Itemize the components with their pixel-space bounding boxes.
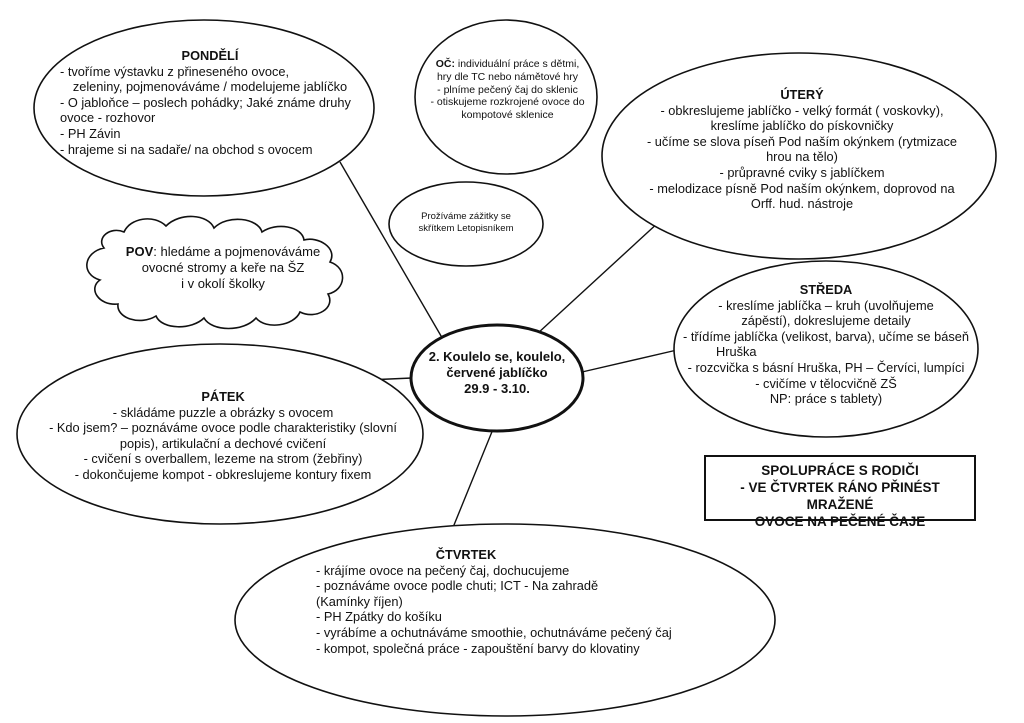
pondeli-title: PONDĚLÍ [181, 48, 239, 63]
oc-line: kompotové sklenice [461, 109, 554, 122]
utery-line: Orff. hud. nástroje [750, 196, 854, 212]
streda-line: - třídíme jablíčka (velikost, barva), uč… [683, 328, 969, 344]
utery-line: - melodizace písně Pod naším okýnkem, do… [649, 180, 955, 196]
ctvrtek-line: - kompot, společná práce - zapouštění ba… [316, 640, 640, 656]
ctvrtek-line: - PH Zpátky do košíku [316, 609, 442, 625]
ctvrtek-ellipse [234, 523, 776, 717]
patek-node: PÁTEK - skládáme puzzle a obrázky s ovoc… [28, 389, 418, 483]
utery-line: - obkreslujeme jablíčko - velký formát (… [660, 102, 944, 118]
utery-ellipse [601, 52, 997, 260]
utery-line: - průpravné cviky s jablíčkem [719, 165, 885, 181]
pondeli-line: zeleniny, pojmenováváme / modelujeme jab… [72, 79, 348, 95]
patek-line: - dokončujeme kompot - obkreslujeme kont… [74, 467, 372, 483]
oc-text: individuální práce s dětmi, [457, 58, 580, 70]
ctvrtek-line: (Kamínky říjen) [316, 593, 403, 609]
streda-line: - kreslíme jablíčka – kruh (uvolňujeme [718, 297, 934, 313]
pov-line: ovocné stromy a keře na ŠZ [141, 259, 305, 275]
utery-node: ÚTERÝ - obkreslujeme jablíčko - velký fo… [632, 87, 972, 212]
pov-label: POV [125, 244, 154, 259]
connector-pondeli [339, 161, 456, 361]
spoluprace-box: SPOLUPRÁCE S RODIČI - VE ČTVRTEK RÁNO PŘ… [704, 455, 976, 529]
patek-line: - Kdo jsem? – poznáváme ovoce podle char… [49, 420, 397, 436]
spoluprace-line: OVOCE NA PEČENÉ ČAJE [754, 513, 926, 529]
pov-text: : hledáme a pojmenováváme [153, 244, 321, 259]
spoluprace-line: - VE ČTVRTEK RÁNO PŘINÉST MRAŽENÉ [740, 479, 940, 512]
pondeli-line: ovoce - rozhovor [60, 110, 156, 126]
oc-line: - plníme pečený čaj do sklenic [437, 83, 578, 96]
prozivame-line: skřítkem Letopisníkem [418, 222, 514, 234]
patek-line: - skládáme puzzle a obrázky s ovocem [112, 404, 334, 420]
oc-line: OČ: individuální práce s dětmi, [420, 58, 595, 71]
center-title-line: 2. Koulelo se, koulelo, [428, 349, 566, 364]
oc-line: - otiskujeme rozkrojené ovoce do [430, 96, 585, 109]
patek-ellipse [16, 343, 424, 525]
center-date-line: 29.9 - 3.10. [464, 380, 530, 396]
pondeli-line: - PH Závin [60, 126, 121, 142]
pondeli-line: - O jabloňce – poslech pohádky; Jaké zná… [60, 94, 351, 110]
prozivame-node: Prožíváme zážitky se skřítkem Letopisník… [400, 211, 532, 234]
oc-ellipse [414, 19, 598, 175]
oc-node: OČ: individuální práce s dětmi, hry dle … [420, 58, 595, 122]
pondeli-node: PONDĚLÍ - tvoříme výstavku z přineseného… [60, 48, 360, 157]
streda-title: STŘEDA [799, 282, 853, 297]
utery-line: hrou na tělo) [766, 149, 838, 165]
ctvrtek-node: ČTVRTEK - krájíme ovoce na pečený čaj, d… [316, 547, 716, 656]
ctvrtek-line: - vyrábíme a ochutnáváme smoothie, ochut… [316, 625, 672, 641]
center-ellipse [409, 323, 585, 433]
pov-line: i v okolí školky [181, 275, 265, 291]
pondeli-ellipse [33, 19, 375, 197]
center-topic: 2. Koulelo se, koulelo, červené jablíčko… [417, 349, 577, 397]
patek-title: PÁTEK [201, 389, 245, 404]
utery-line: kreslíme jablíčko do pískovničky [710, 118, 894, 134]
streda-line: NP: práce s tablety) [769, 391, 883, 407]
streda-line: zápěstí), dokreslujeme detaily [741, 313, 911, 329]
oc-line: hry dle TC nebo námětové hry [436, 70, 579, 83]
connector-streda [581, 349, 678, 373]
pov-line: POV: hledáme a pojmenováváme [108, 244, 338, 260]
streda-node: STŘEDA - kreslíme jablíčka – kruh (uvolň… [670, 282, 982, 407]
pov-node: POV: hledáme a pojmenováváme ovocné stro… [108, 244, 338, 292]
streda-ellipse [673, 260, 979, 438]
utery-title: ÚTERÝ [780, 87, 824, 102]
spoluprace-title: SPOLUPRÁCE S RODIČI [761, 463, 919, 478]
utery-line: - učíme se slova píseň Pod naším okýnkem… [646, 133, 958, 149]
oc-label: OČ: [435, 58, 455, 70]
prozivame-line: Prožíváme zážitky se [421, 211, 511, 222]
connector-utery [524, 209, 673, 346]
patek-line: - cvičení s overballem, lezeme na strom … [83, 451, 363, 467]
ctvrtek-line: - krájíme ovoce na pečený čaj, dochucuje… [316, 562, 570, 578]
pondeli-line: - hrajeme si na sadaře/ na obchod s ovoc… [60, 141, 313, 157]
streda-line: - rozcvička s básní Hruška, PH – Červíci… [687, 360, 965, 376]
center-title-line: červené jablíčko [446, 364, 548, 380]
patek-line: popis), artikulační a dechové cvičení [119, 435, 327, 451]
streda-line: Hruška [716, 344, 757, 360]
pondeli-line: - tvoříme výstavku z přineseného ovoce, [60, 63, 290, 79]
prozivame-ellipse [388, 181, 544, 267]
streda-line: - cvičíme v tělocvičně ZŠ [755, 375, 897, 391]
pov-cloud [86, 215, 344, 330]
ctvrtek-line: - poznáváme ovoce podle chuti; ICT - Na … [316, 578, 599, 594]
ctvrtek-title: ČTVRTEK [435, 547, 497, 562]
